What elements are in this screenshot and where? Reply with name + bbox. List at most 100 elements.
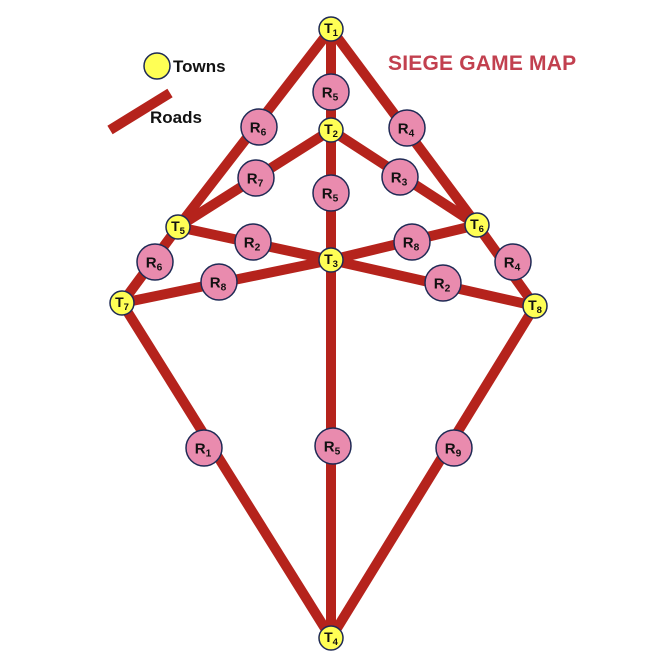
town-T4[interactable]: T4 xyxy=(318,625,344,651)
node-label: T2 xyxy=(324,121,338,140)
node-label-subscript: 8 xyxy=(537,305,542,316)
node-label-subscript: 6 xyxy=(479,224,484,235)
node-label-letter: R xyxy=(445,440,456,457)
road-marker-R4[interactable]: R4 xyxy=(494,243,532,281)
road-marker-circle xyxy=(435,429,473,467)
road-marker-circle xyxy=(424,264,462,302)
road-marker-R1[interactable]: R1 xyxy=(185,429,223,467)
road-marker-R5[interactable]: R5 xyxy=(312,174,350,212)
road-marker-R2[interactable]: R2 xyxy=(234,223,272,261)
node-label-subscript: 4 xyxy=(333,637,339,648)
road-marker-R3[interactable]: R3 xyxy=(381,158,419,196)
node-label: T4 xyxy=(324,629,339,648)
node-label: T3 xyxy=(324,251,338,270)
road-marker-R5[interactable]: R5 xyxy=(314,427,352,465)
node-label-letter: R xyxy=(403,234,414,251)
road-T7-T4[interactable] xyxy=(117,300,336,641)
node-label: T6 xyxy=(470,216,484,235)
node-label: T5 xyxy=(171,218,186,237)
node-label-subscript: 2 xyxy=(333,129,338,140)
road-marker-circle xyxy=(494,243,532,281)
legend-town-swatch xyxy=(143,52,171,80)
town-circle xyxy=(165,214,191,240)
node-label-subscript: 5 xyxy=(180,226,186,237)
road-marker-circle xyxy=(393,223,431,261)
town-T1[interactable]: T1 xyxy=(318,16,344,42)
town-T5[interactable]: T5 xyxy=(165,214,191,240)
node-label-subscript: 8 xyxy=(221,282,227,293)
node-label: R6 xyxy=(146,254,163,273)
node-label: R5 xyxy=(324,438,341,457)
road-marker-circle xyxy=(240,108,278,146)
town-T7[interactable]: T7 xyxy=(109,290,135,316)
node-label-letter: R xyxy=(504,254,515,271)
road-marker-R8[interactable]: R8 xyxy=(393,223,431,261)
road-marker-R2[interactable]: R2 xyxy=(424,264,462,302)
legend-road-swatch xyxy=(107,88,173,135)
node-label-letter: R xyxy=(250,119,261,136)
town-circle xyxy=(318,247,344,273)
town-T8[interactable]: T8 xyxy=(522,293,548,319)
node-label-letter: T xyxy=(324,251,333,267)
road-marker-circle xyxy=(185,429,223,467)
node-label-letter: T xyxy=(324,629,333,645)
town-circle xyxy=(109,290,135,316)
town-T2[interactable]: T2 xyxy=(318,117,344,143)
road-marker-R6[interactable]: R6 xyxy=(136,243,174,281)
node-label-subscript: 6 xyxy=(157,262,163,273)
node-label-subscript: 8 xyxy=(414,242,420,253)
node-label-letter: R xyxy=(195,440,206,457)
node-label-letter: R xyxy=(210,274,221,291)
road-marker-R4[interactable]: R4 xyxy=(388,109,426,147)
node-label-subscript: 9 xyxy=(456,448,462,459)
town-T3[interactable]: T3 xyxy=(318,247,344,273)
node-label: R6 xyxy=(250,119,267,138)
node-label: R1 xyxy=(195,440,212,459)
road-marker-circle xyxy=(200,263,238,301)
road-marker-R8[interactable]: R8 xyxy=(200,263,238,301)
node-label: R5 xyxy=(322,84,339,103)
road-marker-R5[interactable]: R5 xyxy=(312,73,350,111)
road-marker-circle xyxy=(136,243,174,281)
town-T6[interactable]: T6 xyxy=(464,212,490,238)
node-label: R8 xyxy=(403,234,420,253)
road-marker-circle xyxy=(234,223,272,261)
town-circle xyxy=(464,212,490,238)
road-T8-T4[interactable] xyxy=(326,303,540,641)
road-marker-R9[interactable]: R9 xyxy=(435,429,473,467)
node-label: R7 xyxy=(247,170,264,189)
node-label-letter: T xyxy=(115,294,124,310)
node-label-subscript: 4 xyxy=(515,262,521,273)
node-label: T7 xyxy=(115,294,129,313)
node-label-letter: R xyxy=(247,170,258,187)
node-label-subscript: 3 xyxy=(402,177,408,188)
node-label: R9 xyxy=(445,440,462,459)
legend-towns-label: Towns xyxy=(173,57,226,76)
node-label-letter: R xyxy=(398,120,409,137)
legend-roads-label: Roads xyxy=(150,108,202,127)
road-marker-R7[interactable]: R7 xyxy=(237,159,275,197)
node-label-letter: T xyxy=(470,216,479,232)
node-label-letter: R xyxy=(322,185,333,202)
node-label-letter: T xyxy=(324,20,333,36)
node-label: R8 xyxy=(210,274,227,293)
road-marker-R6[interactable]: R6 xyxy=(240,108,278,146)
town-circle xyxy=(318,16,344,42)
node-label: R2 xyxy=(244,234,261,253)
node-label-subscript: 5 xyxy=(333,193,339,204)
road-marker-circle xyxy=(312,73,350,111)
node-label-subscript: 6 xyxy=(261,127,267,138)
node-label-subscript: 1 xyxy=(333,28,339,39)
node-label-letter: R xyxy=(244,234,255,251)
node-label-subscript: 7 xyxy=(124,302,129,313)
node-label: R5 xyxy=(322,185,339,204)
node-label-letter: R xyxy=(146,254,157,271)
node-label: R4 xyxy=(398,120,415,139)
road-marker-circle xyxy=(388,109,426,147)
node-label-subscript: 2 xyxy=(445,283,451,294)
node-label-subscript: 1 xyxy=(206,448,212,459)
node-label-letter: R xyxy=(322,84,333,101)
